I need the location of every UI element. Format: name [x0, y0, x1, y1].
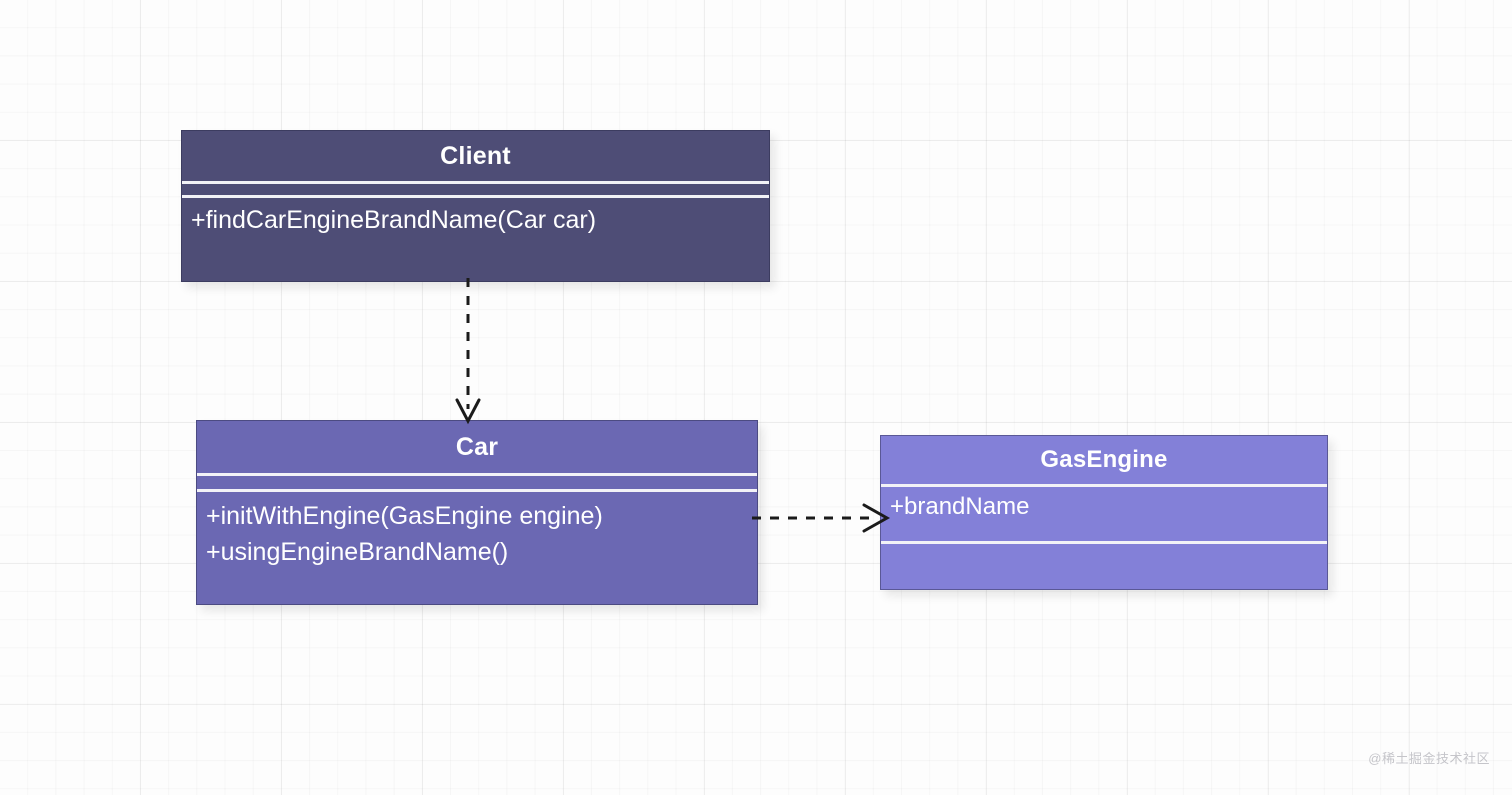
edge-client-to-car[interactable] — [430, 278, 520, 428]
uml-class-car[interactable]: Car +initWithEngine(GasEngine engine) +u… — [196, 420, 758, 605]
class-name-car: Car — [455, 432, 499, 461]
class-name-client: Client — [440, 141, 511, 170]
class-divider — [182, 195, 769, 198]
edge-car-to-gasengine[interactable] — [752, 495, 897, 541]
operation-item: +initWithEngine(GasEngine engine) — [206, 502, 603, 530]
arrowhead-open-right-icon — [862, 503, 891, 533]
operation-item: +findCarEngineBrandName(Car car) — [191, 206, 597, 234]
class-divider — [881, 541, 1327, 544]
operation-item: +usingEngineBrandName() — [206, 537, 509, 566]
uml-class-gasengine[interactable]: GasEngine +brandName — [880, 435, 1328, 590]
attribute-item: +brandName — [890, 493, 1030, 520]
class-divider — [881, 484, 1327, 487]
uml-class-client[interactable]: Client +findCarEngineBrandName(Car car) — [181, 130, 770, 282]
operations-compartment-car: +initWithEngine(GasEngine engine) +using… — [197, 492, 757, 604]
operations-compartment-client: +findCarEngineBrandName(Car car) — [182, 198, 769, 281]
class-name-gasengine: GasEngine — [1040, 446, 1168, 473]
watermark: @稀土掘金技术社区 — [1368, 751, 1490, 766]
attributes-compartment-client — [182, 184, 769, 195]
attributes-compartment-car — [197, 476, 757, 489]
arrowhead-open-down-icon — [455, 398, 481, 425]
class-divider — [197, 473, 757, 476]
class-divider — [197, 489, 757, 492]
operations-compartment-gasengine — [881, 544, 1327, 589]
attributes-compartment-gasengine: +brandName — [881, 487, 1327, 541]
class-divider — [182, 181, 769, 184]
